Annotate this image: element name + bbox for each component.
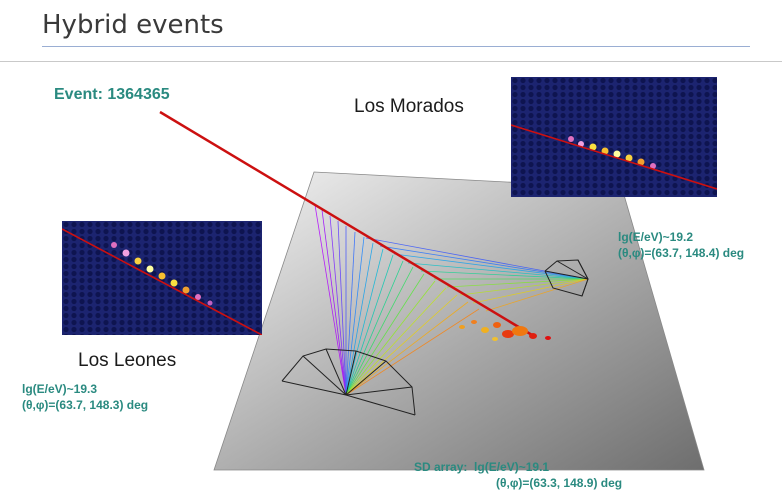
leones-detector [281, 348, 416, 416]
leones-direction: (θ,φ)=(63.7, 148.3) deg [22, 398, 149, 412]
leones-reconstruction: lg(E/eV)~19.3 (θ,φ)=(63.7, 148.3) deg [22, 381, 148, 413]
sd-reconstruction: SD array: lg(E/eV)~19.1 (θ,φ)=(63.3, 148… [414, 459, 622, 491]
morados-site-label: Los Morados [354, 96, 464, 117]
shower-axis [159, 110, 533, 337]
sd-prefix: SD array: [414, 460, 468, 474]
morados-camera-image [511, 77, 717, 197]
leones-energy: lg(E/eV)~19.3 [22, 382, 98, 396]
ground-plane [213, 171, 705, 471]
leones-light-rays [314, 204, 480, 396]
morados-energy: lg(E/eV)~19.2 [618, 230, 694, 244]
morados-detector [544, 259, 589, 297]
slide-title: Hybrid events [42, 10, 224, 40]
sd-direction: (θ,φ)=(63.3, 148.9) deg [496, 476, 623, 490]
sd-footprint [459, 320, 551, 341]
title-underline [42, 46, 750, 47]
content-divider [0, 61, 782, 62]
morados-direction: (θ,φ)=(63.7, 148.4) deg [618, 246, 745, 260]
leones-camera-image [62, 221, 262, 335]
sd-energy: lg(E/eV)~19.1 [474, 460, 550, 474]
morados-reconstruction: lg(E/eV)~19.2 (θ,φ)=(63.7, 148.4) deg [618, 229, 744, 261]
event-id-label: Event: 1364365 [54, 86, 170, 103]
leones-site-label: Los Leones [78, 350, 177, 371]
